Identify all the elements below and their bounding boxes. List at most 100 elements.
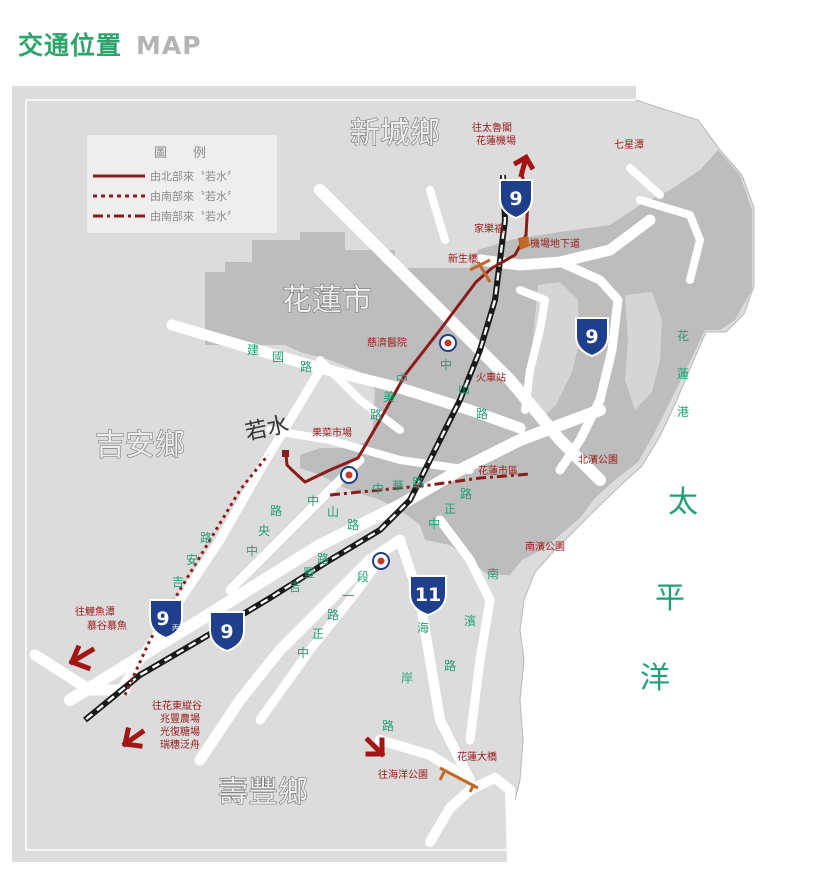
road-label-nanbin: 南 濱 路 xyxy=(444,566,499,673)
label-south-2: 兆豐農場 xyxy=(160,712,200,725)
shield-number: 9 xyxy=(585,326,598,348)
svg-text:段: 段 xyxy=(357,569,369,584)
svg-text:路: 路 xyxy=(370,407,382,422)
svg-text:吉: 吉 xyxy=(289,580,301,594)
svg-text:華: 華 xyxy=(392,479,404,493)
road-label-zhonghua: 中 華 路 xyxy=(372,475,424,496)
svg-text:正: 正 xyxy=(312,627,324,641)
svg-text:花: 花 xyxy=(677,328,689,343)
pacific-ocean xyxy=(510,86,799,862)
shield-suffix: 丙 xyxy=(172,624,179,632)
legend-item-north: 由北部來〝若水〞 xyxy=(150,169,238,183)
legend: 圖 例 由北部來〝若水〞 由南部來〝若水〞 由南部來〝若水〞 xyxy=(87,135,277,233)
svg-text:路: 路 xyxy=(317,551,329,566)
legend-item-south-dotted: 由南部來〝若水〞 xyxy=(150,189,238,203)
district-hualien-city: 花蓮市 xyxy=(282,283,372,318)
road-label-zhongzheng-south: 中 正 路 一 段 xyxy=(297,569,369,660)
svg-text:國: 國 xyxy=(272,350,284,364)
road-label-zhongzheng-east: 中 正 路 xyxy=(428,486,472,531)
arrow-icon xyxy=(121,727,146,749)
district-xincheng: 新城鄉 xyxy=(350,116,440,151)
svg-text:路: 路 xyxy=(476,406,488,421)
highway-shield-9c: 9 丙 xyxy=(149,599,183,640)
park-area-coast xyxy=(625,292,662,410)
svg-text:中: 中 xyxy=(246,543,258,558)
road-label-zhongshan-north: 中 山 路 xyxy=(440,357,488,421)
svg-text:豐: 豐 xyxy=(303,566,315,580)
label-beibin-park: 北濱公園 xyxy=(578,453,618,466)
road-label-hualien-port: 花 蓮 港 xyxy=(677,328,689,419)
route-from-south-dotted xyxy=(123,454,270,696)
svg-text:建: 建 xyxy=(247,343,259,357)
arrow-icon xyxy=(68,644,96,672)
svg-text:吉: 吉 xyxy=(172,575,184,589)
ocean-label-3: 洋 xyxy=(640,661,670,696)
svg-text:南: 南 xyxy=(487,566,499,581)
label-liyu-1: 往鯉魚潭 xyxy=(75,605,115,618)
svg-text:岸: 岸 xyxy=(401,671,413,685)
svg-text:路: 路 xyxy=(300,359,312,374)
hospital-marker-icon xyxy=(439,334,457,352)
ocean-label-2: 平 xyxy=(655,581,685,616)
svg-text:中: 中 xyxy=(297,645,309,660)
shield-number: 11 xyxy=(415,584,441,606)
svg-text:路: 路 xyxy=(347,517,359,532)
label-hualien-bridge: 花蓮大橋 xyxy=(457,750,497,763)
svg-text:路: 路 xyxy=(327,607,339,622)
page-title: 交通位置 MAP xyxy=(18,26,202,60)
railway-dashes xyxy=(84,174,507,721)
coastline xyxy=(509,99,755,862)
legend-title: 圖 例 xyxy=(154,146,206,161)
label-ocean-park: 往海洋公園 xyxy=(378,768,428,781)
label-liyu-2: 慕谷慕魚 xyxy=(87,619,127,632)
title-english: MAP xyxy=(136,31,202,60)
label-train-station: 火車站 xyxy=(476,371,506,384)
arrow-icon xyxy=(364,736,386,758)
highway-shield-9-south: 9 xyxy=(209,611,245,653)
road-label-jianguo: 建 國 路 xyxy=(247,343,312,374)
district-shoufeng: 壽豐鄉 xyxy=(218,775,308,810)
label-city-district: 花蓮市區 xyxy=(478,464,518,477)
title-chinese: 交通位置 xyxy=(18,31,123,60)
xinsheng-bridge xyxy=(469,258,492,283)
label-airport-underpass: 機場地下道 xyxy=(530,237,580,250)
svg-text:路: 路 xyxy=(444,658,456,673)
hualien-bridge xyxy=(438,766,479,793)
svg-text:路: 路 xyxy=(270,503,282,518)
svg-text:山: 山 xyxy=(327,505,339,519)
road-label-zhongmei: 中 美 路 xyxy=(370,371,408,422)
district-jian: 吉安鄉 xyxy=(95,428,185,463)
svg-text:路: 路 xyxy=(460,486,472,501)
label-nanbin-park: 南濱公園 xyxy=(525,540,565,553)
svg-text:海: 海 xyxy=(417,620,429,635)
svg-text:一: 一 xyxy=(342,589,354,603)
label-carrefour: 家樂福 xyxy=(474,222,504,235)
label-tzu-chi: 慈濟醫院 xyxy=(367,336,407,349)
svg-text:安: 安 xyxy=(186,552,198,567)
svg-text:蓮: 蓮 xyxy=(677,367,689,381)
svg-text:路: 路 xyxy=(382,718,394,733)
label-xinsheng-bridge: 新生橋 xyxy=(448,252,478,265)
svg-text:中: 中 xyxy=(396,371,408,386)
label-qixingtan: 七星潭 xyxy=(614,139,644,151)
svg-text:山: 山 xyxy=(458,382,470,396)
svg-text:中: 中 xyxy=(440,357,452,372)
label-south-1: 往花東縱谷 xyxy=(152,699,202,712)
svg-text:美: 美 xyxy=(383,390,395,404)
highway-shield-11: 11 xyxy=(409,575,447,617)
shield-number: 9 xyxy=(156,608,169,630)
road-label-zhongyang: 中 央 路 xyxy=(246,503,282,558)
label-south-4: 瑞穗泛舟 xyxy=(160,738,200,751)
svg-text:濱: 濱 xyxy=(464,614,476,628)
svg-text:正: 正 xyxy=(444,502,456,516)
hospital-marker-icon xyxy=(372,552,390,570)
arrow-icon xyxy=(512,153,536,178)
svg-text:中: 中 xyxy=(428,516,440,531)
svg-text:中: 中 xyxy=(307,493,319,508)
label-market: 果菜市場 xyxy=(312,426,352,439)
route-from-south-dashdot xyxy=(329,472,531,497)
shield-number: 9 xyxy=(509,188,522,210)
label-airport-2: 花蓮機場 xyxy=(476,134,516,147)
hospital-marker-icon xyxy=(340,466,358,484)
